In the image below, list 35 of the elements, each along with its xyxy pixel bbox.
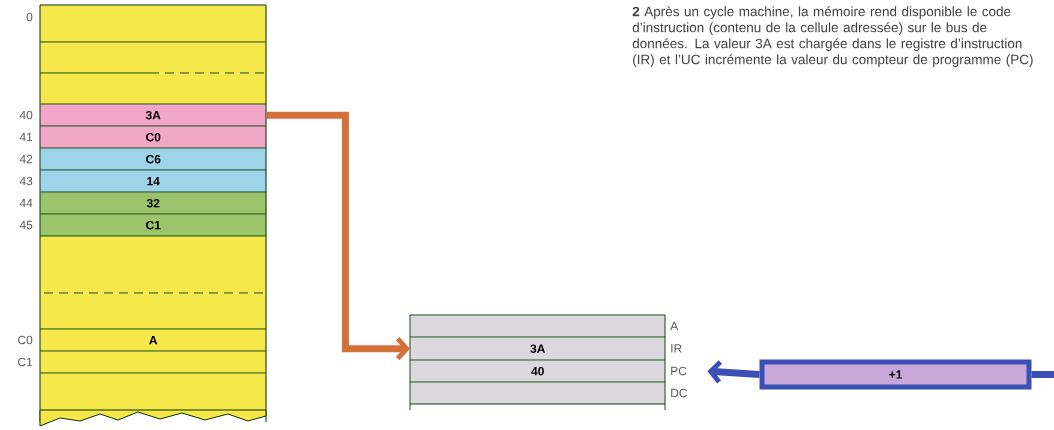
address-label: C1 bbox=[18, 357, 33, 367]
register-label: IR bbox=[671, 344, 682, 353]
node-label: A bbox=[149, 336, 158, 345]
address-label: 42 bbox=[19, 154, 33, 164]
memory-cell: A bbox=[40, 329, 267, 352]
register-label: PC bbox=[671, 366, 687, 376]
address-label: 0 bbox=[26, 12, 33, 22]
node-label: 14 bbox=[147, 177, 160, 186]
address-label: 40 bbox=[19, 110, 33, 120]
incrementer-box: +1 bbox=[759, 359, 1032, 390]
node-label: 40 bbox=[531, 366, 544, 376]
memory-cell bbox=[40, 236, 267, 294]
node-label: C6 bbox=[146, 154, 161, 164]
address-label: 41 bbox=[19, 132, 33, 142]
memory-cell: 3A bbox=[40, 104, 267, 127]
caption-text: 2 Après un cycle machine, la mémoire rend disponible le code d’instruction (contenu de la cellule adressée) sur le bus de données. La valeur 3A est chargée dans le registre d’instruction (IR) et l’UC incrémente la valeur du compteur de programme (PC) bbox=[632, 6, 1033, 67]
address-label: 44 bbox=[19, 198, 33, 208]
address-label: C0 bbox=[18, 335, 33, 345]
memory-cell: C1 bbox=[40, 214, 267, 237]
memory-cell: 32 bbox=[40, 192, 267, 215]
node-label: C0 bbox=[146, 132, 161, 142]
address-label: 45 bbox=[19, 220, 33, 230]
memory-cell: 14 bbox=[40, 170, 267, 193]
address-label: 43 bbox=[19, 176, 33, 186]
memory-cell: C6 bbox=[40, 148, 267, 171]
node-label: C1 bbox=[146, 220, 161, 230]
node-label: 32 bbox=[146, 198, 160, 208]
register-label: DC bbox=[671, 388, 688, 398]
memory-cell bbox=[40, 293, 267, 330]
memory-cell: C0 bbox=[40, 126, 267, 149]
memory-cell bbox=[40, 351, 267, 374]
register-label: A bbox=[670, 321, 679, 331]
node-label: 3A bbox=[145, 110, 161, 120]
arrow bbox=[707, 360, 760, 384]
node-label: 3A bbox=[530, 344, 546, 353]
